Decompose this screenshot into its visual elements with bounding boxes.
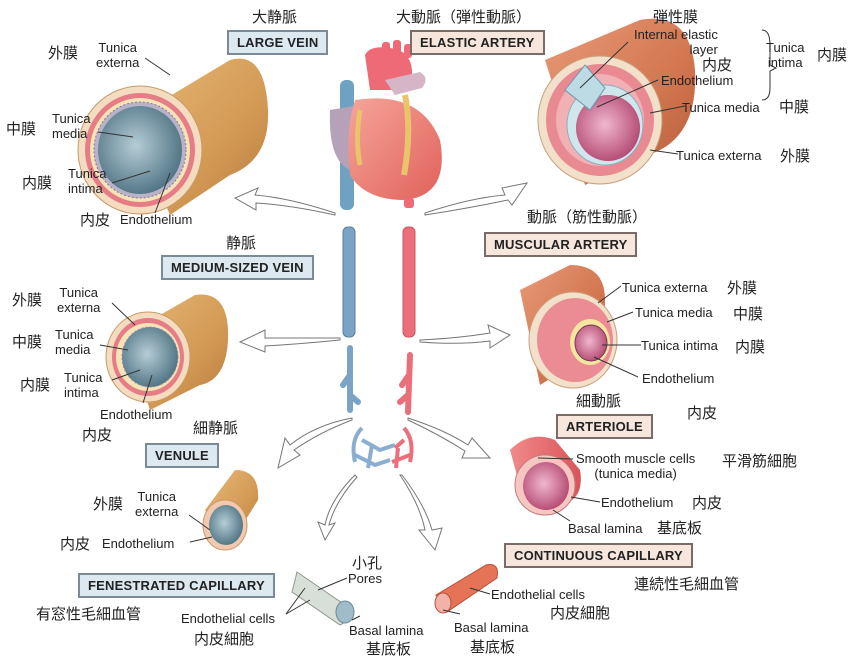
medium-vein-endothelium-jp: 内皮	[82, 426, 113, 444]
large-vein-jp-title: 大静脈	[252, 8, 298, 26]
large-vein-box: LARGE VEIN	[227, 30, 329, 55]
medium-vein-externa-jp: 外膜	[12, 291, 43, 309]
muscular-intima-jp: 内膜	[735, 338, 766, 356]
medium-vein-jp-title: 静脈	[226, 234, 257, 252]
elastic-tunica-media-jp: 中膜	[779, 98, 810, 116]
large-vein-endothelium-jp: 内皮	[80, 211, 111, 229]
venule-endothelium-en: Endothelium	[102, 536, 175, 551]
fenestrated-basal-lamina-jp: 基底板	[366, 640, 412, 658]
fenestrated-capillary-illustration	[291, 571, 355, 626]
elastic-endothelium-en: Endothelium	[661, 73, 734, 88]
large-vein-externa-en: Tunica externa	[96, 40, 140, 70]
large-vein-media-en: Tunica media	[52, 111, 91, 141]
elastic-tunica-externa-en: Tunica externa	[676, 148, 762, 163]
internal-elastic-layer-label: Internal elastic layer	[634, 27, 718, 57]
venule-externa-jp: 外膜	[93, 495, 124, 513]
fenestrated-capillary-jp-title: 有窓性毛細血管	[36, 605, 142, 623]
elastic-artery-illustration	[537, 18, 696, 186]
pores-jp: 小孔	[352, 554, 383, 572]
medium-vein-illustration	[105, 294, 229, 410]
continuous-capillary-jp-title: 連続性毛細血管	[634, 575, 740, 593]
heart-illustration	[329, 40, 442, 210]
fenestrated-endothelial-cells-en: Endothelial cells	[181, 611, 275, 626]
venule-illustration	[202, 470, 259, 551]
leader-lines	[97, 41, 686, 621]
muscular-externa-en: Tunica externa	[622, 280, 708, 295]
muscular-artery-box: MUSCULAR ARTERY	[484, 232, 638, 257]
medium-vein-externa-en: Tunica externa	[57, 285, 101, 315]
venule-jp-title: 細静脈	[193, 419, 239, 437]
arteriole-smooth-muscle-jp: 平滑筋細胞	[722, 452, 798, 470]
muscular-media-en: Tunica media	[635, 305, 713, 320]
large-vein-media-jp: 中膜	[6, 120, 37, 138]
elastic-endothelium-jp: 内皮	[702, 56, 733, 74]
elastic-tunica-intima-jp: 内膜	[817, 46, 848, 64]
large-vein-intima-jp: 内膜	[22, 174, 53, 192]
arteriole-endothelium-jp: 内皮	[692, 494, 723, 512]
arteriole-basal-lamina-en: Basal lamina	[568, 521, 643, 536]
elastic-artery-box: ELASTIC ARTERY	[410, 30, 545, 55]
muscular-media-jp: 中膜	[733, 305, 764, 323]
medium-vein-intima-en: Tunica intima	[64, 370, 103, 400]
pores-en: Pores	[348, 571, 382, 586]
large-vein-externa-jp: 外膜	[48, 44, 79, 62]
flow-arrows	[233, 182, 529, 552]
large-vein-intima-en: Tunica intima	[68, 166, 107, 196]
continuous-capillary-illustration	[434, 564, 498, 614]
venule-endothelium-jp: 内皮	[60, 535, 91, 553]
muscular-endothelium-jp: 内皮	[687, 404, 718, 422]
muscular-endothelium-en: Endothelium	[642, 371, 715, 386]
arteriole-endothelium-en: Endothelium	[601, 495, 674, 510]
medium-vein-media-jp: 中膜	[12, 333, 43, 351]
muscular-artery-illustration	[520, 265, 618, 389]
medium-vein-intima-jp: 内膜	[20, 376, 51, 394]
elastic-tunica-intima-en: Tunica intima	[766, 40, 805, 70]
fenestrated-basal-lamina-en: Basal lamina	[349, 623, 424, 638]
arteriole-illustration	[510, 436, 581, 516]
elastic-membrane-jp: 弾性膜	[653, 8, 699, 26]
continuous-endothelial-cells-en: Endothelial cells	[491, 587, 585, 602]
fenestrated-capillary-box: FENESTRATED CAPILLARY	[78, 573, 275, 598]
elastic-tunica-externa-jp: 外膜	[780, 147, 811, 165]
elastic-artery-jp-title: 大動脈（弾性動脈）	[396, 8, 532, 26]
arteriole-basal-lamina-jp: 基底板	[657, 519, 703, 537]
continuous-basal-lamina-en: Basal lamina	[454, 620, 529, 635]
continuous-basal-lamina-jp: 基底板	[470, 638, 516, 656]
continuous-capillary-box: CONTINUOUS CAPILLARY	[504, 543, 693, 568]
medium-vein-media-en: Tunica media	[55, 327, 94, 357]
arteriole-box: ARTERIOLE	[556, 414, 653, 439]
muscular-intima-en: Tunica intima	[641, 338, 718, 353]
elastic-tunica-media-en: Tunica media	[682, 100, 760, 115]
muscular-artery-jp-title: 動脈（筋性動脈）	[527, 208, 648, 226]
central-vessels	[340, 226, 416, 469]
arteriole-jp-title: 細動脈	[576, 392, 622, 410]
venule-externa-en: Tunica externa	[135, 489, 179, 519]
medium-vein-endothelium-en: Endothelium	[100, 407, 173, 422]
medium-vein-box: MEDIUM-SIZED VEIN	[161, 255, 314, 280]
muscular-externa-jp: 外膜	[727, 279, 758, 297]
tunica-intima-bracket	[761, 29, 778, 101]
continuous-endothelial-cells-jp: 内皮細胞	[550, 604, 611, 622]
arteriole-smooth-muscle-en: Smooth muscle cells (tunica media)	[576, 451, 696, 481]
large-vein-endothelium-en: Endothelium	[120, 212, 193, 227]
venule-box: VENULE	[145, 443, 219, 468]
fenestrated-endothelial-cells-jp: 内皮細胞	[194, 630, 255, 648]
